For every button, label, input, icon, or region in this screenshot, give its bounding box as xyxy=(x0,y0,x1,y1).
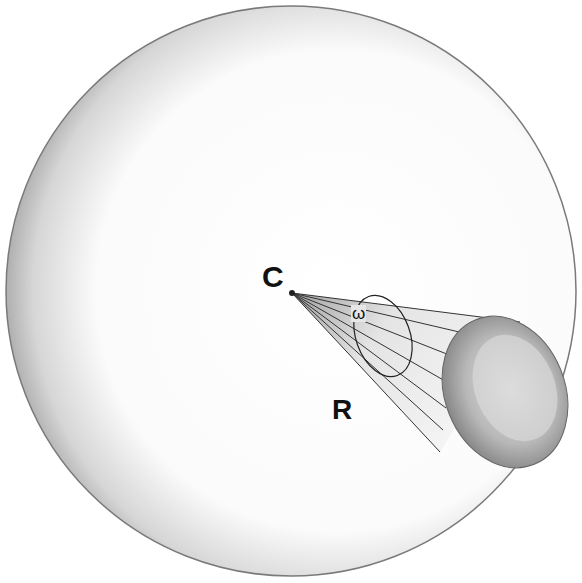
cap-highlight xyxy=(457,322,572,454)
spherical-cap xyxy=(420,297,582,487)
sphere xyxy=(6,6,576,576)
radius-label: R xyxy=(332,396,352,424)
angle-label: ω xyxy=(351,305,366,322)
solid-angle-ellipse xyxy=(343,287,422,384)
point-label: C xyxy=(262,262,284,292)
center-point xyxy=(289,290,295,296)
